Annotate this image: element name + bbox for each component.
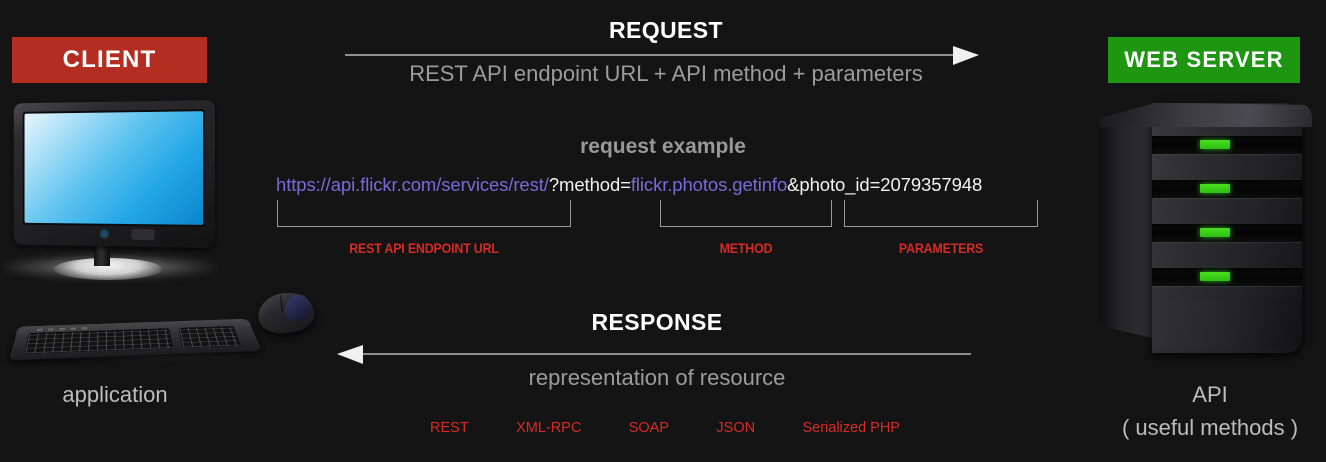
url-part-parameters: &photo_id=2079357948 bbox=[787, 174, 983, 195]
monitor-port bbox=[131, 228, 155, 241]
server-side-panel bbox=[1100, 113, 1156, 339]
monitor-screen bbox=[24, 111, 204, 225]
server-top-panel bbox=[1100, 103, 1312, 127]
arrow-right-icon bbox=[345, 46, 979, 65]
numpad-key-grid bbox=[179, 326, 240, 348]
url-part-method-value: flickr.photos.getinfo bbox=[630, 174, 788, 195]
bracket-endpoint bbox=[277, 200, 571, 227]
segment-label-endpoint: REST API ENDPOINT URL bbox=[349, 241, 499, 256]
server-bottom-panel bbox=[1152, 299, 1302, 349]
monitor-base bbox=[54, 258, 162, 280]
response-format-list: REST XML-RPC SOAP JSON Serialized PHP bbox=[430, 420, 900, 436]
bracket-parameters bbox=[844, 200, 1038, 227]
server-caption: API bbox=[1192, 382, 1228, 407]
client-caption: application bbox=[62, 382, 168, 407]
request-subtitle: REST API endpoint URL + API method + par… bbox=[409, 61, 923, 86]
keyboard-key-grid bbox=[25, 328, 172, 354]
request-example-url: https://api.flickr.com/services/rest/?me… bbox=[276, 174, 1056, 196]
monitor-power-led-icon bbox=[101, 230, 108, 238]
client-badge: CLIENT bbox=[12, 37, 207, 83]
desktop-monitor-icon bbox=[0, 100, 220, 280]
url-part-method-key: ?method= bbox=[548, 174, 631, 195]
format-item-soap: SOAP bbox=[628, 420, 670, 436]
segment-label-parameters: PARAMETERS bbox=[898, 241, 984, 256]
request-title: REQUEST bbox=[609, 17, 723, 43]
monitor-bezel bbox=[13, 100, 215, 248]
format-item-rest: REST bbox=[430, 420, 469, 436]
format-item-serialized-php: Serialized PHP bbox=[802, 420, 900, 436]
server-tower-icon bbox=[1100, 103, 1312, 353]
request-example-heading: request example bbox=[580, 135, 746, 158]
mouse-icon bbox=[256, 290, 316, 336]
server-drive-bay bbox=[1152, 224, 1302, 242]
keyboard-main-keys bbox=[24, 328, 173, 354]
server-drive-bay bbox=[1152, 136, 1302, 154]
server-drive-bay bbox=[1152, 180, 1302, 198]
format-item-json: JSON bbox=[716, 420, 756, 436]
url-part-endpoint: https://api.flickr.com/services/rest/ bbox=[276, 174, 549, 195]
response-title: RESPONSE bbox=[591, 309, 723, 335]
server-drive-bay bbox=[1152, 268, 1302, 286]
bracket-method bbox=[660, 200, 832, 227]
server-caption-secondary: ( useful methods ) bbox=[1121, 415, 1299, 440]
web-server-badge: WEB SERVER bbox=[1108, 37, 1300, 83]
arrow-left-icon bbox=[337, 345, 971, 364]
response-subtitle: representation of resource bbox=[528, 365, 786, 390]
format-item-xmlrpc: XML-RPC bbox=[516, 420, 582, 436]
monitor-neck bbox=[94, 244, 110, 266]
keyboard-numpad bbox=[178, 326, 241, 349]
segment-label-method: METHOD bbox=[719, 241, 773, 256]
